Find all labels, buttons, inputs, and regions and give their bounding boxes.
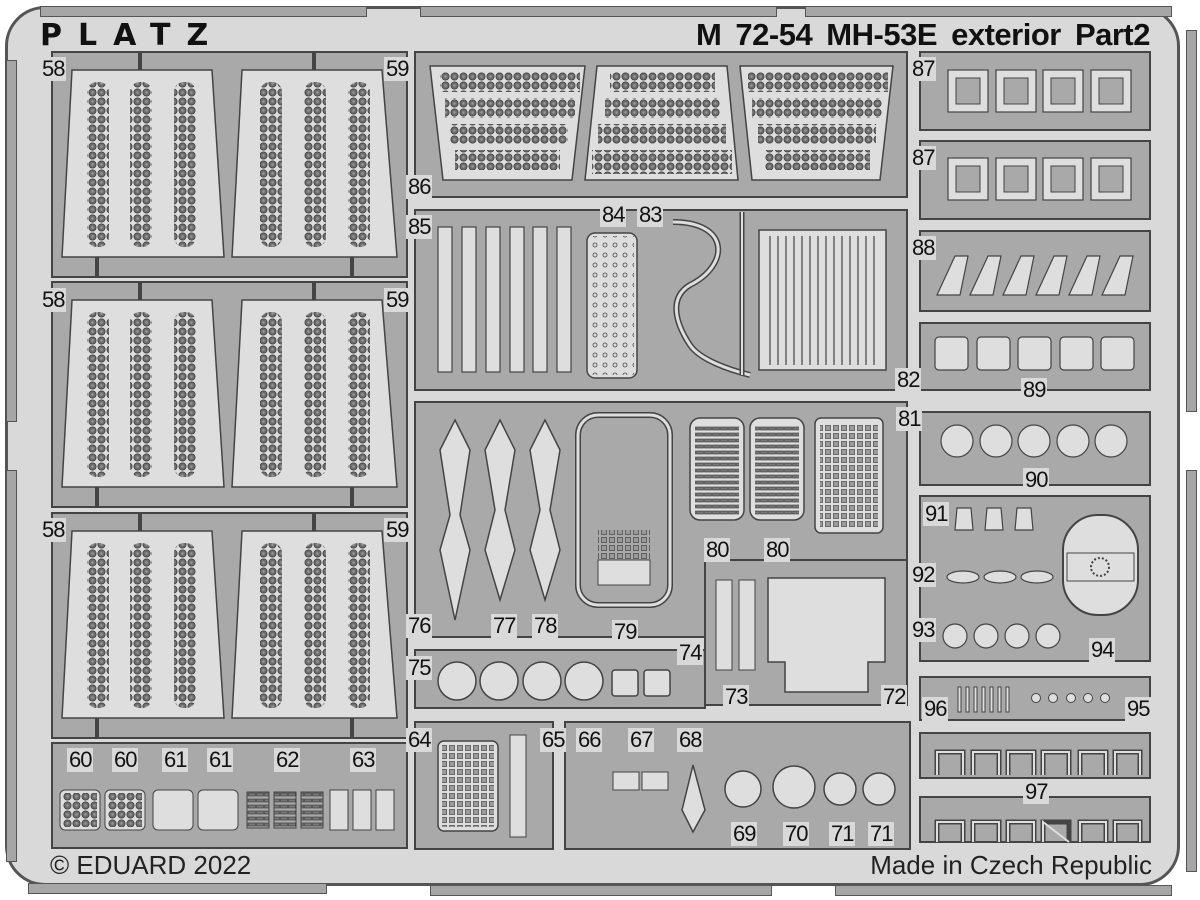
part-label-75: 75 xyxy=(406,655,433,680)
sheet-title: M 72-54 MH-53E exterior Part2 xyxy=(695,17,1151,52)
part-label-83: 83 xyxy=(637,202,664,227)
part-label-81: 81 xyxy=(896,406,923,431)
frame-bar xyxy=(6,60,17,422)
part-label-71: 71 xyxy=(868,821,895,846)
part-label-77: 77 xyxy=(491,613,518,638)
part-label-63: 63 xyxy=(350,747,377,772)
part-label-73: 73 xyxy=(723,684,750,709)
part-label-92: 92 xyxy=(910,562,937,587)
part-label-72: 72 xyxy=(881,684,908,709)
brand-logo: PLATZ xyxy=(40,18,225,53)
part-label-69: 69 xyxy=(731,821,758,846)
part-label-62: 62 xyxy=(274,747,301,772)
part-label-60: 60 xyxy=(67,747,94,772)
copyright-text: © EDUARD 2022 xyxy=(50,850,252,880)
part-label-90: 90 xyxy=(1023,467,1050,492)
frame-bar xyxy=(1186,30,1197,412)
part-label-84: 84 xyxy=(600,202,627,227)
part-label-87: 87 xyxy=(910,56,937,81)
part-label-59: 59 xyxy=(384,287,411,312)
part-label-95: 95 xyxy=(1125,696,1152,721)
part-label-59: 59 xyxy=(384,517,411,542)
part-label-65: 65 xyxy=(540,727,567,752)
part-label-97: 97 xyxy=(1023,779,1050,804)
part-label-58: 58 xyxy=(40,56,67,81)
part-label-68: 68 xyxy=(677,727,704,752)
part-label-79: 79 xyxy=(612,619,639,644)
part-label-78: 78 xyxy=(532,613,559,638)
part-label-89: 89 xyxy=(1021,377,1048,402)
part-label-87: 87 xyxy=(910,145,937,170)
part-label-96: 96 xyxy=(922,696,949,721)
part-label-59: 59 xyxy=(384,56,411,81)
part-label-93: 93 xyxy=(910,617,937,642)
part-label-66: 66 xyxy=(576,727,603,752)
frame-bar xyxy=(420,6,777,17)
frame-bar xyxy=(40,6,367,17)
part-label-61: 61 xyxy=(162,747,189,772)
part-label-67: 67 xyxy=(628,727,655,752)
frame-bar xyxy=(805,6,1172,17)
part-label-60: 60 xyxy=(112,747,139,772)
part-label-80: 80 xyxy=(704,537,731,562)
part-label-58: 58 xyxy=(40,287,67,312)
part-label-85: 85 xyxy=(406,214,433,239)
part-label-88: 88 xyxy=(910,235,937,260)
part-label-61: 61 xyxy=(207,747,234,772)
frame-bar xyxy=(835,885,1172,896)
part-label-74: 74 xyxy=(677,640,704,665)
part-label-91: 91 xyxy=(923,501,950,526)
part-label-86: 86 xyxy=(406,174,433,199)
origin-text: Made in Czech Republic xyxy=(870,850,1152,880)
frame-bar xyxy=(430,885,772,896)
frame-bar xyxy=(6,470,17,862)
part-label-82: 82 xyxy=(895,367,922,392)
part-label-80: 80 xyxy=(764,537,791,562)
part-label-70: 70 xyxy=(783,821,810,846)
part-label-94: 94 xyxy=(1089,637,1116,662)
part-label-71: 71 xyxy=(829,821,856,846)
part-label-64: 64 xyxy=(406,727,433,752)
frame-bar xyxy=(1186,470,1197,872)
part-label-76: 76 xyxy=(406,613,433,638)
frame-bar xyxy=(28,883,327,894)
part-label-58: 58 xyxy=(40,517,67,542)
